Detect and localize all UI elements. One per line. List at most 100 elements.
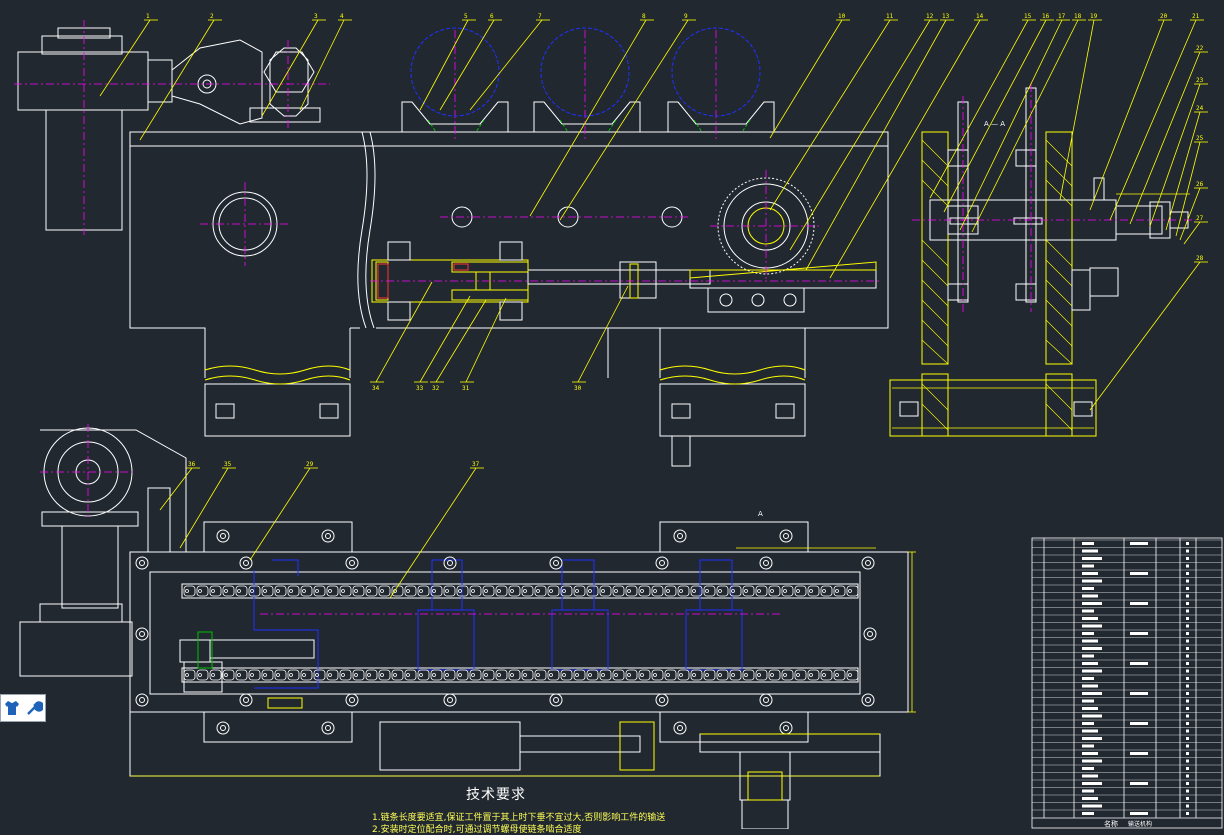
part-number: 21 xyxy=(1192,13,1200,20)
bom-cell-block xyxy=(1082,677,1094,680)
leader-line xyxy=(1109,19,1197,221)
leader-line xyxy=(529,19,647,217)
part-number: 26 xyxy=(1196,181,1204,188)
chain-link xyxy=(781,585,794,597)
chain-link xyxy=(638,669,651,681)
bom-cell-block xyxy=(1082,654,1094,658)
tshirt-icon[interactable] xyxy=(3,699,21,717)
chain-link xyxy=(456,585,469,597)
bom-qty-block xyxy=(1186,782,1189,785)
bom-qty-block xyxy=(1186,804,1189,808)
plan-view xyxy=(19,427,909,829)
chain-link xyxy=(664,585,677,597)
bom-qty-block xyxy=(1186,617,1189,620)
leader-line xyxy=(805,19,947,271)
chain-link xyxy=(430,669,443,681)
chain-link xyxy=(521,585,534,597)
title-block xyxy=(1031,537,1223,829)
chain-pin xyxy=(705,589,709,593)
chain-link xyxy=(235,669,248,681)
leader-line xyxy=(299,19,345,111)
chain-pin xyxy=(237,673,241,677)
chain-link xyxy=(716,585,729,597)
section-centerlines xyxy=(912,84,1196,312)
leader-line xyxy=(249,467,311,561)
chain-pin xyxy=(211,589,215,593)
chain-link xyxy=(794,585,807,597)
bom-cell-block xyxy=(1082,729,1098,733)
wrench-icon[interactable] xyxy=(25,699,45,717)
chain-link xyxy=(248,669,261,681)
bom-material-block xyxy=(1130,812,1148,815)
leader-line xyxy=(159,467,193,511)
chain-link xyxy=(703,669,716,681)
bolt-hole-inner xyxy=(139,697,145,703)
chain-pin xyxy=(367,673,371,677)
chain-pin xyxy=(679,673,683,677)
bom-qty-block xyxy=(1186,654,1189,658)
leader-line xyxy=(179,467,229,549)
bolt-hole xyxy=(759,693,773,707)
bolt-hole xyxy=(779,529,793,543)
chain-link xyxy=(573,585,586,597)
part-number: 13 xyxy=(942,13,950,20)
bolt-hole-inner xyxy=(243,697,249,703)
chain-link xyxy=(287,669,300,681)
bom-cell-block xyxy=(1082,549,1098,553)
chain-link xyxy=(573,669,586,681)
bom-qty-block xyxy=(1186,692,1189,695)
chain-link xyxy=(508,669,521,681)
chain-pin xyxy=(757,589,761,593)
bolt-hole xyxy=(321,529,335,543)
chain-pin xyxy=(653,589,657,593)
part-number: 37 xyxy=(472,461,480,468)
part-number: 27 xyxy=(1196,215,1204,222)
chain-link xyxy=(222,669,235,681)
chain-pin xyxy=(276,673,280,677)
chain-pin xyxy=(835,673,839,677)
part-number: 30 xyxy=(574,385,582,392)
bolt-hole-inner xyxy=(447,560,453,566)
bom-qty-block xyxy=(1186,699,1189,703)
bolt-hole-inner xyxy=(349,560,355,566)
chain-link xyxy=(677,669,690,681)
bolt-hole-inner xyxy=(783,533,789,539)
green-marks xyxy=(427,119,751,133)
leader-line xyxy=(375,281,433,383)
tool-widget[interactable] xyxy=(0,694,46,722)
bolt-hole xyxy=(135,693,149,707)
bom-qty-block xyxy=(1186,744,1189,748)
chain-link xyxy=(612,669,625,681)
chain-pin xyxy=(523,673,527,677)
chain-pin xyxy=(614,589,618,593)
chain-pin xyxy=(601,589,605,593)
part-number: 12 xyxy=(926,13,934,20)
leader-line xyxy=(1175,141,1201,237)
bolt-hole-inner xyxy=(763,560,769,566)
bolt-hole xyxy=(345,693,359,707)
bom-qty-block xyxy=(1186,737,1189,740)
part-number: 20 xyxy=(1160,13,1168,20)
chain-pin xyxy=(744,673,748,677)
part-number: 18 xyxy=(1074,13,1082,20)
chain-pin xyxy=(328,673,332,677)
plan-holes xyxy=(135,529,877,735)
chain-link xyxy=(300,585,313,597)
bom-cell-block xyxy=(1082,602,1102,605)
chain-link xyxy=(586,585,599,597)
part-number: 9 xyxy=(684,13,688,20)
chain-pin xyxy=(198,673,202,677)
part-number: 6 xyxy=(490,13,494,20)
chain-pin xyxy=(666,589,670,593)
chain-pin xyxy=(289,673,293,677)
chain-link xyxy=(287,585,300,597)
bolt-hole xyxy=(549,556,563,570)
part-number: 35 xyxy=(224,461,232,468)
bolt-hole xyxy=(655,693,669,707)
chain-pin xyxy=(224,589,228,593)
chain-link xyxy=(352,585,365,597)
chain-link xyxy=(352,669,365,681)
chain-link xyxy=(196,585,209,597)
